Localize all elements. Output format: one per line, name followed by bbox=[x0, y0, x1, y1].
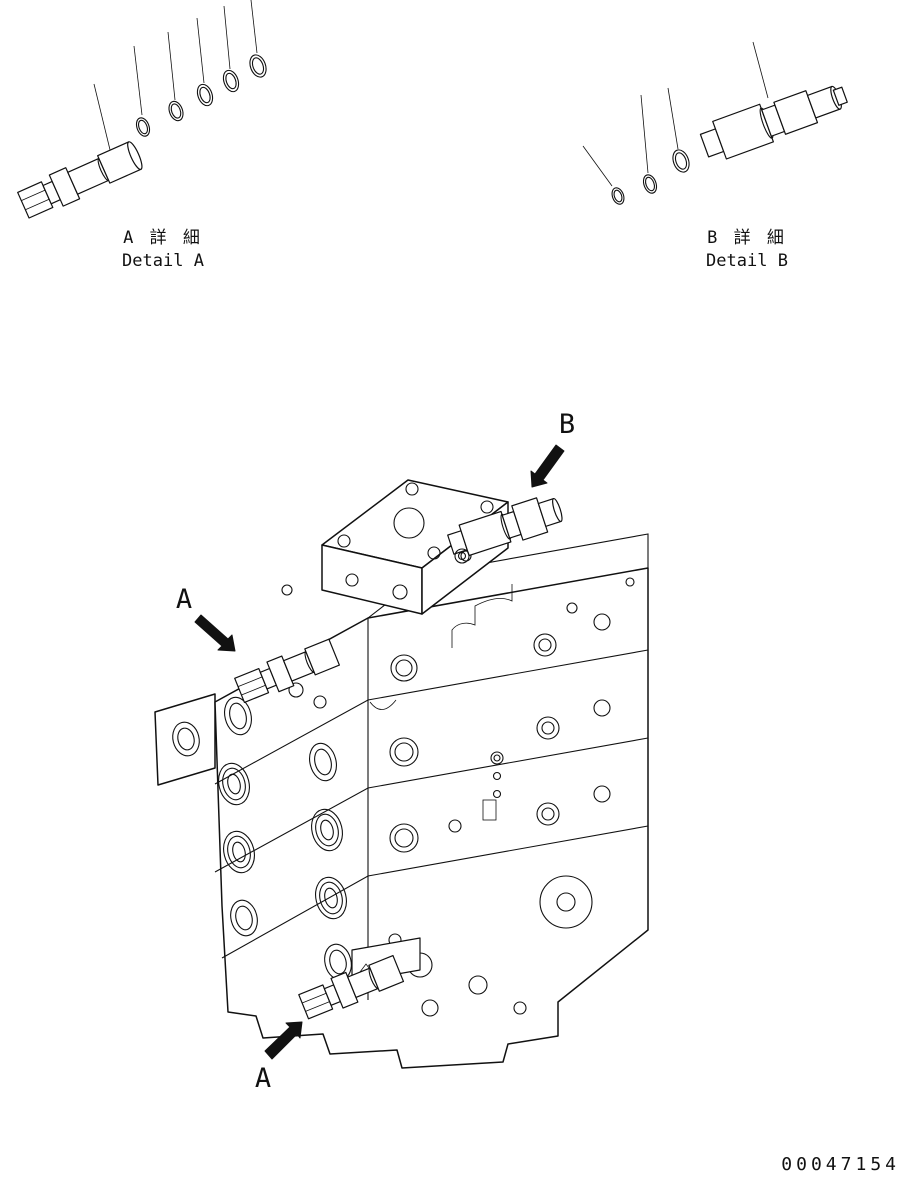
callout-a-lower: A bbox=[255, 1021, 303, 1094]
left-face-ports bbox=[218, 682, 352, 981]
body-outline bbox=[214, 567, 649, 1069]
detail-b-orings bbox=[611, 149, 690, 205]
detail-a-title-local: A 詳 細 bbox=[123, 228, 203, 248]
left-port-block bbox=[154, 693, 216, 786]
detail-a-orings bbox=[135, 54, 267, 137]
detail-b-title-en: Detail B bbox=[706, 251, 788, 271]
callout-a-upper: A bbox=[176, 584, 236, 652]
direction-arrow-b-icon bbox=[530, 444, 565, 488]
detail-b-view: B 詳 細 Detail B bbox=[582, 41, 848, 271]
detail-a-leader-lines bbox=[93, 0, 258, 159]
direction-arrow-a-upper-icon bbox=[194, 614, 236, 652]
front-face-ports bbox=[281, 577, 635, 1017]
direction-arrow-a-lower-icon bbox=[264, 1021, 303, 1060]
main-valve-body bbox=[154, 479, 649, 1069]
detail-b-leader-lines bbox=[582, 41, 769, 187]
callout-label-a-lower: A bbox=[255, 1063, 271, 1094]
cartridge-a-upper bbox=[234, 638, 340, 704]
detail-a-view: A 詳 細 Detail A bbox=[17, 0, 267, 271]
callout-label-b: B bbox=[559, 409, 575, 440]
cartridge-a-lower bbox=[298, 937, 421, 1020]
detail-b-title-local: B 詳 細 bbox=[707, 228, 787, 248]
callout-label-a-upper: A bbox=[176, 584, 192, 615]
cartridge-b-installed bbox=[447, 497, 563, 564]
detail-a-title-en: Detail A bbox=[122, 251, 204, 271]
part-number: 00047154 bbox=[781, 1154, 900, 1175]
callout-b: B bbox=[530, 409, 575, 488]
detail-a-cartridge bbox=[17, 141, 143, 219]
detail-b-cartridge bbox=[699, 85, 848, 160]
